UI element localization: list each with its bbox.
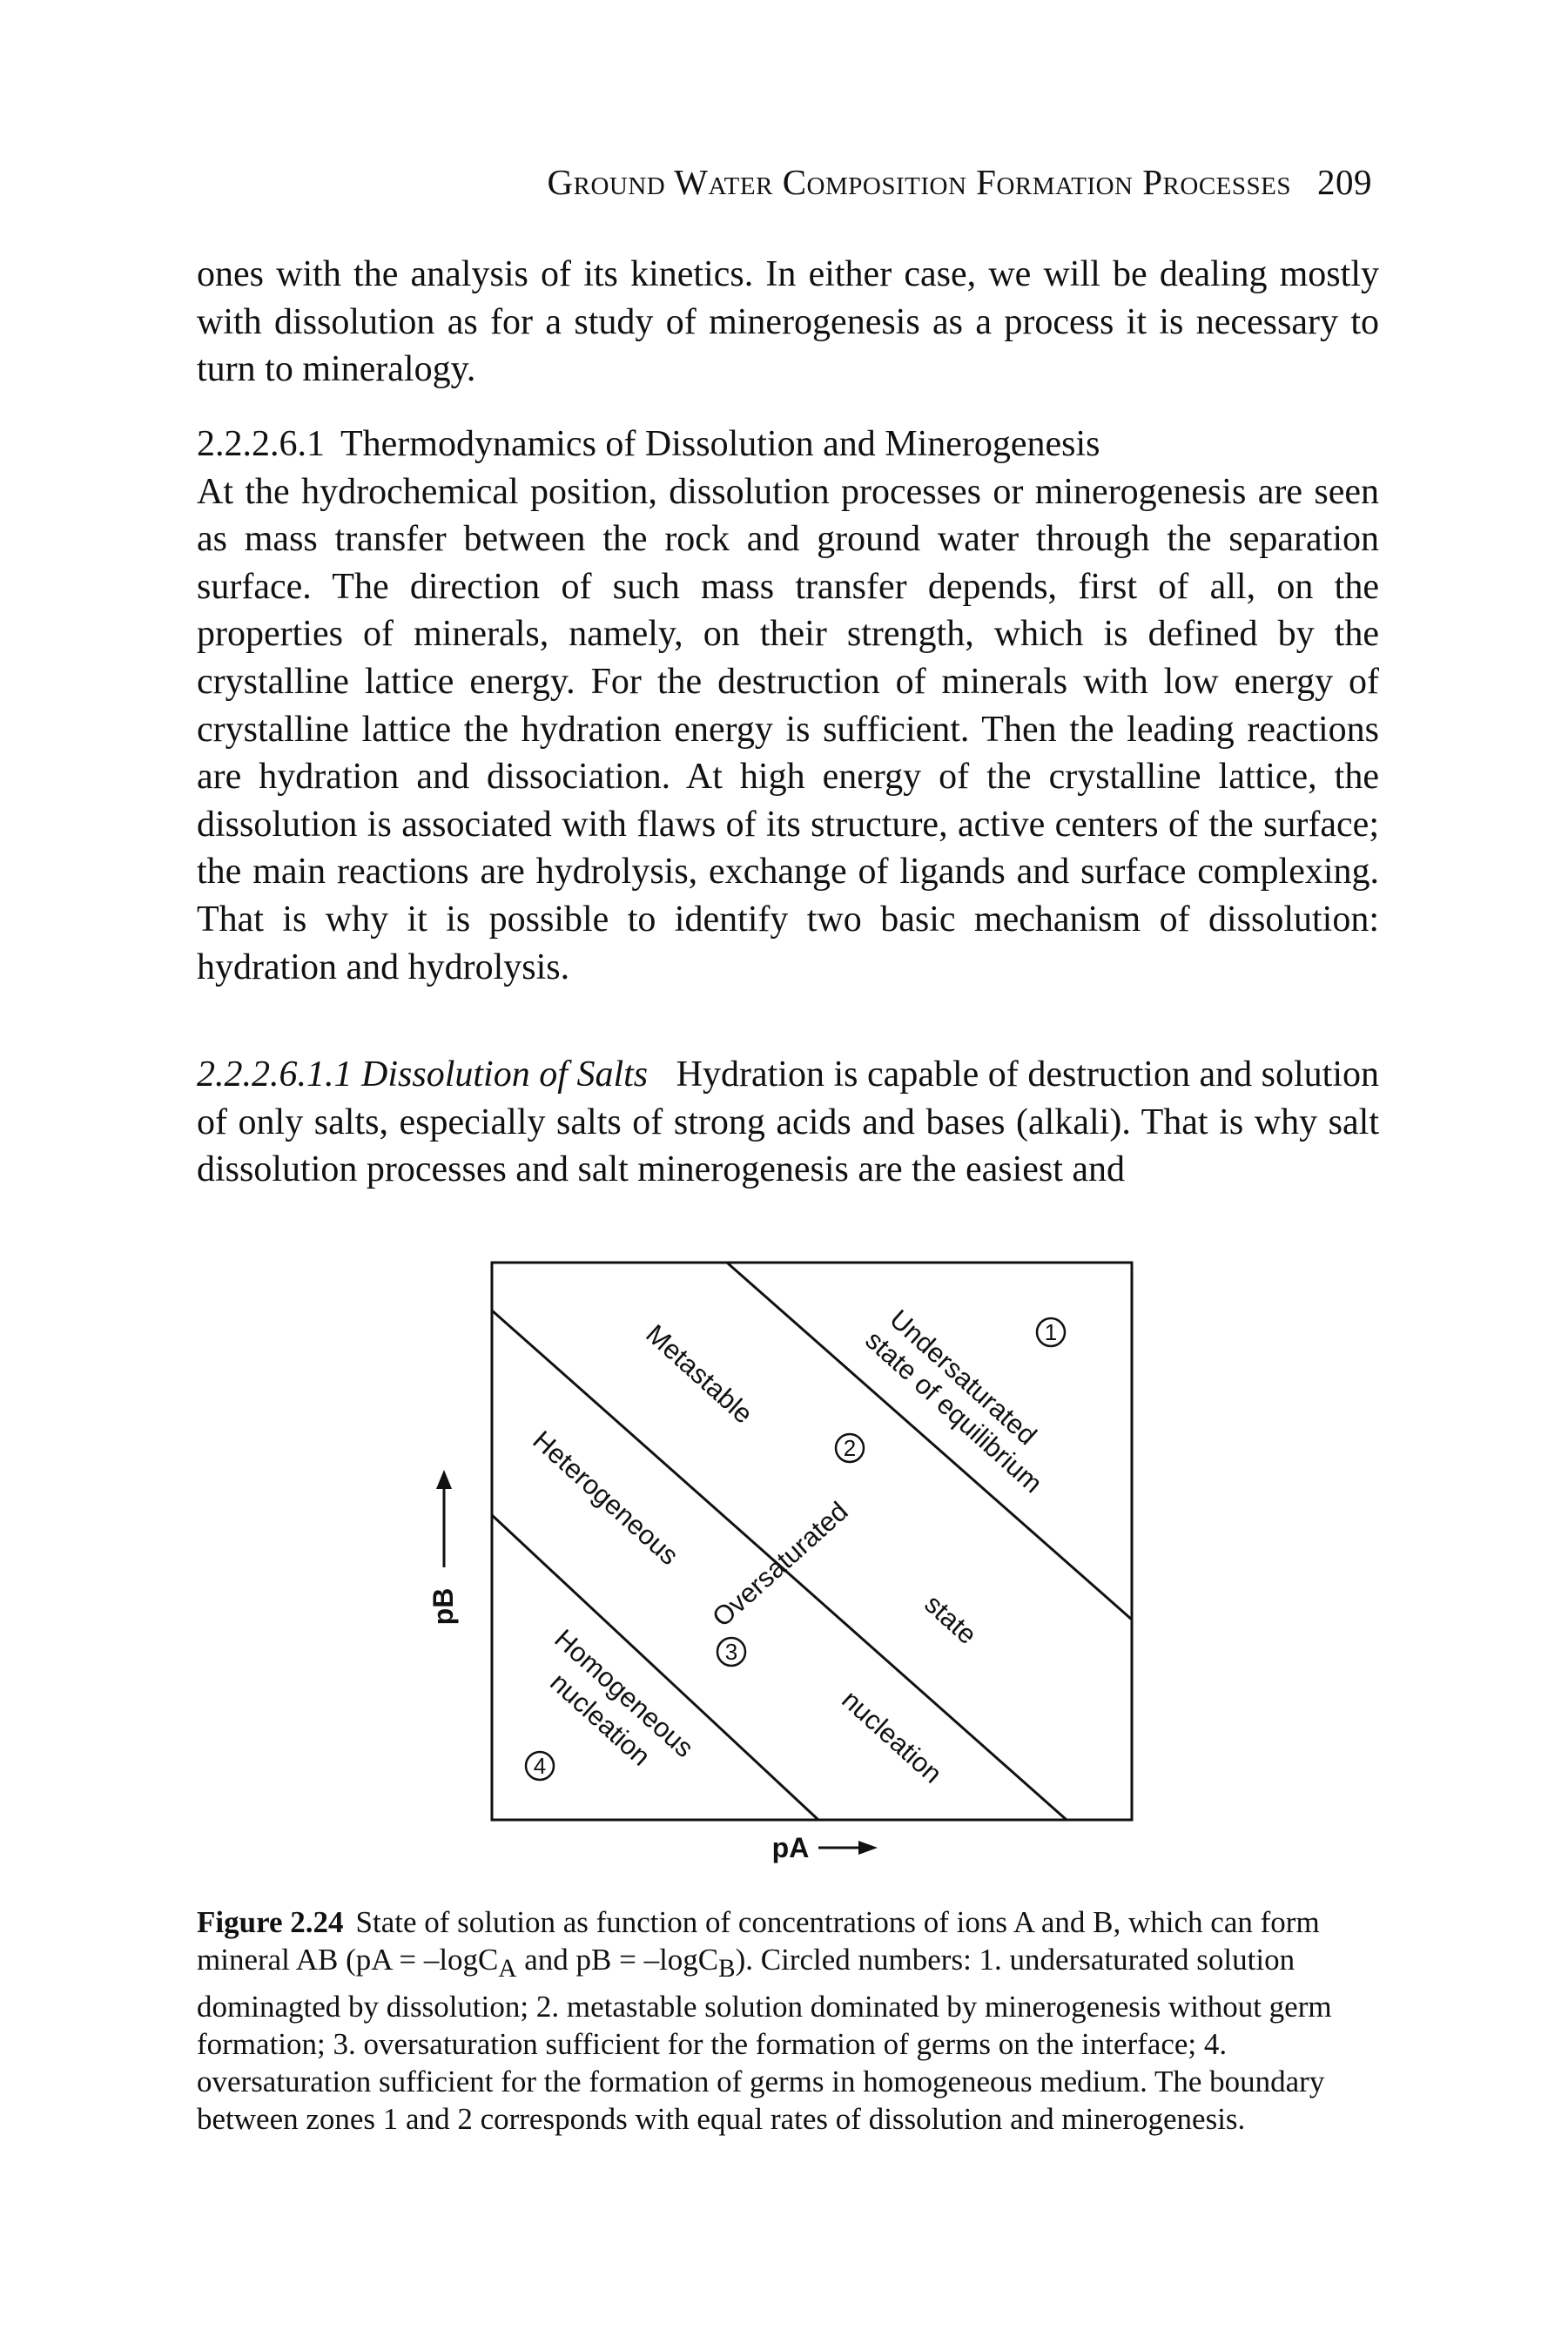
caption-subscript-b: B	[718, 1955, 736, 1983]
subsection-paragraph: 2.2.2.6.1.1 Dissolution of Salts Hydrati…	[197, 1051, 1379, 1194]
state-diagram: Undersaturated state of equilibrium Meta…	[427, 1261, 1134, 1863]
section-heading: 2.2.2.6.1 Thermodynamics of Dissolution a…	[197, 421, 1379, 468]
circled-number-3: 3	[716, 1636, 747, 1667]
circled-number-2: 2	[834, 1432, 865, 1464]
paragraph-text: At the hydrochemical position, dissoluti…	[197, 471, 1379, 987]
y-axis-arrow-icon	[436, 1470, 452, 1567]
label-state: state	[919, 1588, 982, 1650]
page-number: 209	[1317, 162, 1372, 202]
caption-subscript-a: A	[498, 1955, 517, 1983]
svg-text:2: 2	[844, 1435, 856, 1461]
paragraph-text: Hydration is capable of destruction and …	[197, 1054, 1379, 1190]
boundary-line-3	[490, 1513, 820, 1822]
subsection-dissolution-of-salts: 2.2.2.6.1.1 Dissolution of Salts Hydrati…	[197, 1051, 1379, 1194]
running-title: Ground Water Composition Formation Proce…	[547, 162, 1291, 202]
subsection-title: Dissolution of Salts	[361, 1054, 649, 1095]
label-heterogeneous: Heterogeneous	[527, 1425, 684, 1571]
boundary-line-1	[726, 1261, 1133, 1621]
circled-number-4: 4	[524, 1750, 555, 1782]
caption-label: Figure 2.24	[197, 1905, 344, 1939]
caption-text-3: ). Circled numbers: 1. undersaturated so…	[197, 1943, 1332, 2136]
diagram-frame	[490, 1261, 1134, 1822]
paragraph-continuation: ones with the analysis of its kinetics. …	[197, 251, 1379, 394]
svg-text:4: 4	[534, 1753, 546, 1779]
circled-number-1: 1	[1035, 1317, 1067, 1348]
section-number: 2.2.2.6.1	[197, 424, 325, 464]
caption-text-1: State of solution as function of concent…	[197, 1905, 1320, 1977]
running-head: Ground Water Composition Formation Proce…	[196, 161, 1372, 205]
figure-2-24: Undersaturated state of equilibrium Meta…	[427, 1236, 1158, 1924]
svg-text:3: 3	[725, 1639, 737, 1665]
label-metastable: Metastable	[640, 1318, 758, 1429]
svg-text:1: 1	[1045, 1319, 1057, 1345]
y-axis-label: pB	[427, 1588, 459, 1626]
x-axis-label: pA	[772, 1832, 810, 1863]
boundary-line-2	[491, 1309, 1067, 1822]
paragraph-text: ones with the analysis of its kinetics. …	[197, 254, 1379, 390]
x-axis-arrow-icon	[818, 1841, 878, 1855]
section-title: Thermodynamics of Dissolution and Minero…	[340, 424, 1100, 464]
caption-text-2: and pB = –logC	[516, 1943, 719, 1977]
subsection-number: 2.2.2.6.1.1	[197, 1054, 353, 1095]
section-thermodynamics: 2.2.2.6.1 Thermodynamics of Dissolution a…	[197, 421, 1379, 991]
